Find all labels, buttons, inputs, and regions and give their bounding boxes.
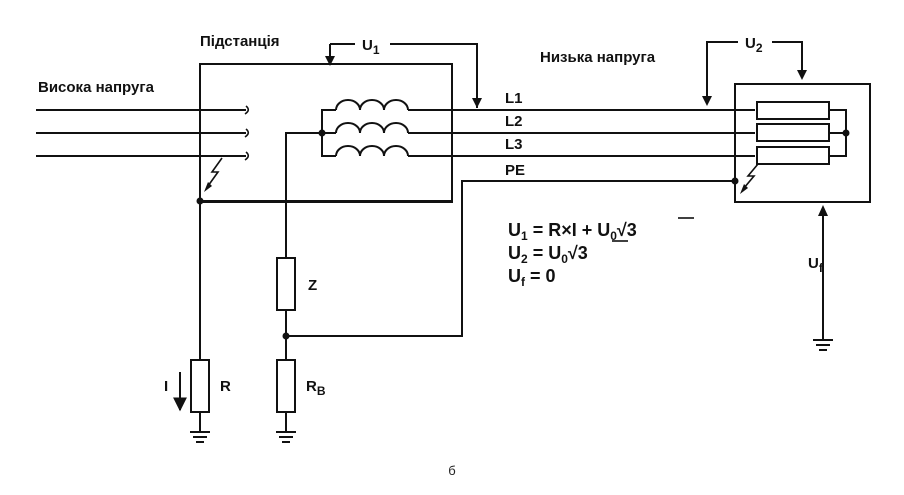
uf-label: Uf <box>808 255 824 275</box>
load-element-2 <box>756 123 830 142</box>
load-enclosure <box>734 83 871 203</box>
label-pe: PE <box>505 162 525 179</box>
label-rb: RB <box>306 378 326 398</box>
u1-bracket <box>329 43 478 108</box>
hv-fault-arrow <box>204 182 212 192</box>
load-fault-mark <box>743 163 759 189</box>
load-element-3 <box>756 146 830 165</box>
z-junction-dot <box>282 332 290 340</box>
u2-bracket <box>706 41 803 102</box>
neutral-conductor <box>285 132 322 258</box>
load-star-dot <box>842 129 850 137</box>
equation-u2: U2 = U0√3 <box>508 243 588 266</box>
load-element-1 <box>756 101 830 120</box>
label-r: R <box>220 378 231 395</box>
resistor-r <box>190 359 210 413</box>
resistor-rb <box>276 359 296 413</box>
label-l2: L2 <box>505 113 523 130</box>
label-l1: L1 <box>505 90 523 107</box>
u1-arrow-right <box>472 98 482 108</box>
load-fault-arrow <box>740 184 748 194</box>
rb-ground-symbol <box>276 431 296 443</box>
transformer-coil-l1 <box>335 99 409 111</box>
equation-u1: U1 = R×I + U0√3 <box>508 220 637 243</box>
impedance-z <box>276 257 296 311</box>
line-break-mark-3 <box>244 151 250 161</box>
low-voltage-label: Низька напруга <box>540 49 656 66</box>
uf-ground-symbol <box>813 339 833 351</box>
label-z: Z <box>308 277 317 294</box>
u1-label: U1 <box>362 37 380 57</box>
figure-caption: б <box>448 463 456 478</box>
high-voltage-label: Висока напруга <box>38 79 155 96</box>
u2-label: U2 <box>745 35 763 55</box>
equation-uf: Uf = 0 <box>508 266 556 289</box>
label-current: I <box>164 378 168 395</box>
u2-arrow-right <box>797 70 807 80</box>
pe-conductor <box>286 180 735 337</box>
hv-fault-mark <box>207 157 223 187</box>
line-break-mark-1 <box>244 105 250 115</box>
transformer-coil-l2 <box>335 122 409 134</box>
u2-arrow-left <box>702 96 712 106</box>
u1-arrow-left <box>325 56 335 66</box>
r-ground-symbol <box>190 431 210 443</box>
label-l3: L3 <box>505 136 523 153</box>
uf-arrow-head <box>818 205 828 216</box>
substation-label: Підстанція <box>200 33 280 50</box>
transformer-coil-l3 <box>335 145 409 157</box>
line-break-mark-2 <box>244 128 250 138</box>
